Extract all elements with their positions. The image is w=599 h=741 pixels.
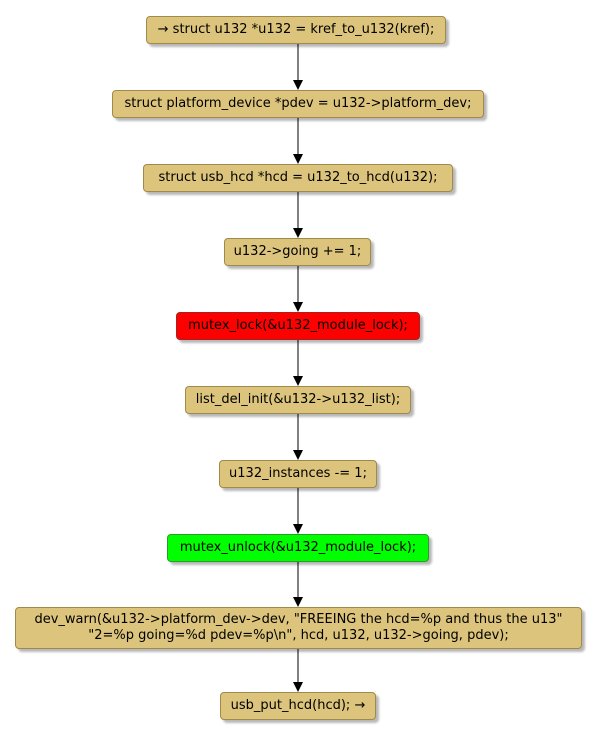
- step-get-hcd-text: struct usb_hcd *hcd = u132_to_hcd(u132);: [158, 170, 438, 185]
- step-kref-to-u132: → struct u132 *u132 = kref_to_u132(kref)…: [146, 16, 446, 44]
- step-list-del-init-text: list_del_init(&u132->u132_list);: [195, 392, 401, 407]
- step-mutex-lock-text: mutex_lock(&u132_module_lock);: [188, 318, 408, 333]
- step-get-pdev: struct platform_device *pdev = u132->pla…: [112, 90, 484, 118]
- step-usb-put-hcd: usb_put_hcd(hcd); →: [220, 692, 376, 720]
- step-mutex-unlock-text: mutex_unlock(&u132_module_lock);: [179, 540, 417, 555]
- step-dev-warn: dev_warn(&u132->platform_dev->dev, "FREE…: [15, 607, 582, 649]
- step-kref-to-u132-text: → struct u132 *u132 = kref_to_u132(kref)…: [157, 22, 435, 37]
- step-decrement-instances: u132_instances -= 1;: [219, 460, 377, 488]
- step-usb-put-hcd-text: usb_put_hcd(hcd); →: [230, 698, 366, 713]
- step-increment-going: u132->going += 1;: [224, 238, 371, 266]
- step-dev-warn-text: dev_warn(&u132->platform_dev->dev, "FREE…: [34, 612, 563, 643]
- step-get-hcd: struct usb_hcd *hcd = u132_to_hcd(u132);: [143, 164, 453, 192]
- step-mutex-lock: mutex_lock(&u132_module_lock);: [176, 312, 420, 340]
- step-mutex-unlock: mutex_unlock(&u132_module_lock);: [167, 534, 429, 562]
- step-increment-going-text: u132->going += 1;: [233, 244, 362, 259]
- step-list-del-init: list_del_init(&u132->u132_list);: [185, 386, 411, 414]
- step-get-pdev-text: struct platform_device *pdev = u132->pla…: [124, 96, 472, 111]
- step-decrement-instances-text: u132_instances -= 1;: [229, 466, 367, 481]
